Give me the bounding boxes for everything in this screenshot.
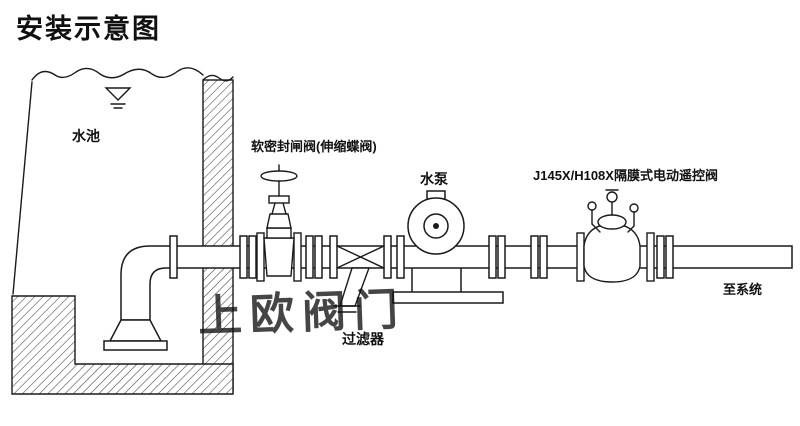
valve-flange [646,232,655,282]
bellmouth-rim [103,340,168,351]
pilot-fitting-right [629,203,639,213]
flange [396,235,405,279]
valve-flange [256,232,265,282]
water-tank [11,67,234,395]
pump-label: 水泵 [420,171,448,187]
flange [656,235,665,279]
flange [248,235,257,279]
pump [392,190,504,304]
control-valve [576,189,655,283]
strainer [333,245,385,313]
pilot-fitting-left [587,201,597,211]
tank-floor [11,295,234,395]
page-title: 安装示意图 [16,13,161,44]
valve-flange [576,232,585,282]
diaphragm-dome [597,214,627,230]
pilot-valve-icon [606,191,618,203]
wall-top-line [202,74,234,82]
valve-body [583,223,641,283]
water-surface-line [31,67,204,81]
bonnet-neck [266,213,292,229]
valve-body [263,237,295,277]
bellmouth-intake [108,319,163,342]
strainer-label: 过滤器 [342,331,385,347]
pump-shaft [433,223,439,229]
flange [665,235,674,279]
gate-valve [256,164,302,282]
flange [383,235,392,279]
gate-valve-label: 软密封闸阀(伸缩蝶阀) [251,139,377,154]
gland [268,195,290,204]
flange [530,235,539,279]
flange [314,235,323,279]
valve-flange [293,232,302,282]
tank-label: 水池 [72,128,100,144]
flange [169,235,178,279]
flange [539,235,548,279]
water-level-icon [104,87,132,109]
to-system-label: 至系统 [723,282,762,297]
watermark: 上欧阀门 [197,285,407,341]
flange [305,235,314,279]
tank-wall [202,79,234,393]
bonnet-flange [266,227,292,239]
handwheel-icon [260,170,298,182]
flange [497,235,506,279]
control-valve-label: J145X/H108X隔膜式电动遥控阀 [533,168,718,183]
pump-base [392,291,504,304]
flange [488,235,497,279]
flange [329,235,338,279]
bank-slope-line [12,81,33,295]
flange [239,235,248,279]
